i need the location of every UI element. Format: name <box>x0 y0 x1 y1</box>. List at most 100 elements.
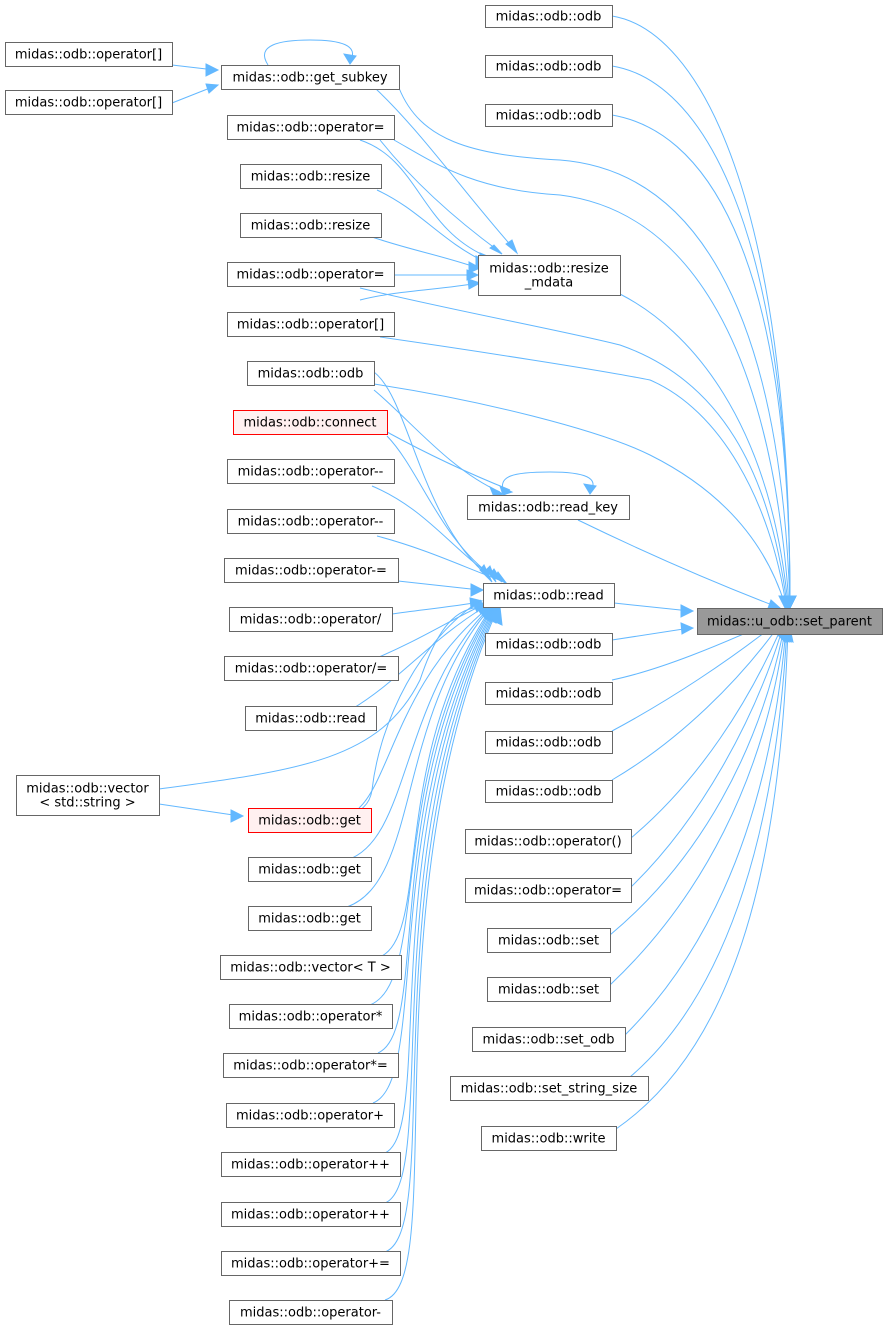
edge-line <box>630 626 784 888</box>
node-odb-4[interactable]: midas::odb::odb <box>247 361 375 386</box>
edge-arrowhead <box>205 63 220 77</box>
edge-arrowhead <box>466 269 480 281</box>
node-get-2[interactable]: midas::odb::get <box>248 857 372 882</box>
node-resize-2[interactable]: midas::odb::resize <box>240 213 382 238</box>
edge-line <box>371 604 484 661</box>
node-odb-7[interactable]: midas::odb::odb <box>485 731 613 754</box>
edge <box>171 63 220 77</box>
edge-arrowhead <box>343 53 357 65</box>
edge <box>615 622 794 1130</box>
node-box <box>221 1251 401 1276</box>
node-opdiv[interactable]: midas::odb::operator/ <box>229 607 393 632</box>
node-box <box>467 495 630 520</box>
node-opmineq[interactable]: midas::odb::operator-= <box>224 558 399 583</box>
edge-line <box>373 371 491 579</box>
node-odb-5[interactable]: midas::odb::odb <box>485 633 613 656</box>
node-get-1[interactable]: midas::odb::get <box>248 808 372 833</box>
node-label: midas::odb::set <box>498 934 599 949</box>
node-vector-str[interactable]: midas::odb::vector< std::string > <box>16 775 160 816</box>
node-opeq-3[interactable]: midas::odb::operator= <box>465 878 632 903</box>
node-opidx-b[interactable]: midas::odb::operator[] <box>5 90 173 115</box>
node-write[interactable]: midas::odb::write <box>481 1126 617 1151</box>
edge-line <box>373 389 501 493</box>
node-resize-mdata[interactable]: midas::odb::resize_mdata <box>478 255 621 296</box>
node-read-key[interactable]: midas::odb::read_key <box>467 495 630 520</box>
edge-line <box>384 607 496 1154</box>
node-opdec-2[interactable]: midas::odb::operator-- <box>227 509 395 534</box>
node-opinc-1[interactable]: midas::odb::operator++ <box>221 1152 401 1177</box>
edge-line <box>629 627 788 1078</box>
node-box <box>227 312 395 337</box>
node-set-odb[interactable]: midas::odb::set_odb <box>472 1027 626 1052</box>
edge <box>371 236 482 274</box>
node-odb-2[interactable]: midas::odb::odb <box>485 55 613 78</box>
node-vector-t[interactable]: midas::odb::vector< T > <box>220 955 402 980</box>
edge-line <box>359 282 479 301</box>
node-opdiveq[interactable]: midas::odb::operator/= <box>224 656 399 681</box>
node-set-2[interactable]: midas::odb::set <box>487 977 611 1002</box>
edge <box>611 65 797 610</box>
node-box <box>221 1202 401 1227</box>
node-opplus[interactable]: midas::odb::operator+ <box>226 1103 395 1128</box>
edge-arrowhead <box>680 604 695 618</box>
node-box <box>240 213 382 238</box>
node-odb-6[interactable]: midas::odb::odb <box>485 682 613 705</box>
edge <box>613 602 695 618</box>
edge <box>379 139 503 255</box>
edge-line <box>377 607 494 1054</box>
node-box <box>485 780 613 803</box>
node-opeq-1[interactable]: midas::odb::operator= <box>227 115 395 140</box>
node-label: midas::odb::operator-- <box>238 465 384 480</box>
node-label: midas::odb::odb <box>496 785 602 800</box>
node-read[interactable]: midas::odb::read <box>483 583 615 608</box>
node-box <box>248 906 372 931</box>
node-opcall[interactable]: midas::odb::operator() <box>465 829 632 854</box>
edge <box>158 803 245 823</box>
edge-line <box>611 114 791 606</box>
node-opidx-c[interactable]: midas::odb::operator[] <box>227 312 395 337</box>
edge-arrowhead <box>467 278 482 290</box>
edge-arrowhead <box>505 239 519 255</box>
node-connect[interactable]: midas::odb::connect <box>233 410 388 435</box>
node-box <box>227 509 395 534</box>
node-odb-3[interactable]: midas::odb::odb <box>485 104 613 127</box>
node-set-string-size[interactable]: midas::odb::set_string_size <box>450 1076 649 1101</box>
node-get-subkey[interactable]: midas::odb::get_subkey <box>221 65 400 90</box>
edge-line <box>391 601 481 615</box>
edge-line <box>386 435 496 579</box>
edge-arrowhead <box>205 83 220 94</box>
node-opidx-a[interactable]: midas::odb::operator[] <box>5 42 173 67</box>
edge <box>384 605 503 1301</box>
node-resize-1[interactable]: midas::odb::resize <box>240 164 382 189</box>
node-label: midas::odb::operator/= <box>235 662 387 677</box>
node-oppluseq[interactable]: midas::odb::operator+= <box>221 1251 401 1276</box>
node-label: midas::odb::vector< T > <box>230 961 390 976</box>
node-label: midas::odb::operator-= <box>235 564 387 579</box>
node-box <box>229 607 393 632</box>
node-label: midas::odb::odb <box>496 60 602 75</box>
node-opmul[interactable]: midas::odb::operator* <box>229 1004 393 1029</box>
node-opeq-2[interactable]: midas::odb::operator= <box>227 262 395 287</box>
edge-line <box>577 519 781 609</box>
node-odb-1[interactable]: midas::odb::odb <box>485 5 613 28</box>
node-target[interactable]: midas::u_odb::set_parent <box>697 608 883 635</box>
node-opmuleq[interactable]: midas::odb::operator*= <box>223 1053 399 1078</box>
node-opdec-1[interactable]: midas::odb::operator-- <box>227 459 395 484</box>
edge-line <box>372 607 495 1104</box>
node-get-3[interactable]: midas::odb::get <box>248 906 372 931</box>
node-opminus[interactable]: midas::odb::operator- <box>229 1300 393 1325</box>
node-odb-8[interactable]: midas::odb::odb <box>485 780 613 803</box>
node-label: midas::odb::operator= <box>474 884 622 899</box>
edge-line <box>379 336 787 606</box>
node-label: midas::odb::operator[] <box>15 48 162 63</box>
node-set-1[interactable]: midas::odb::set <box>487 928 611 953</box>
node-box <box>487 928 611 953</box>
node-label: midas::odb::operator= <box>236 121 384 136</box>
edge-line <box>393 139 790 606</box>
edge <box>379 336 793 610</box>
node-box <box>220 955 402 980</box>
edge-arrowhead <box>468 261 482 274</box>
node-opinc-2[interactable]: midas::odb::operator++ <box>221 1202 401 1227</box>
node-read-2[interactable]: midas::odb::read <box>245 706 377 731</box>
node-label: midas::odb::operator++ <box>231 1208 390 1223</box>
